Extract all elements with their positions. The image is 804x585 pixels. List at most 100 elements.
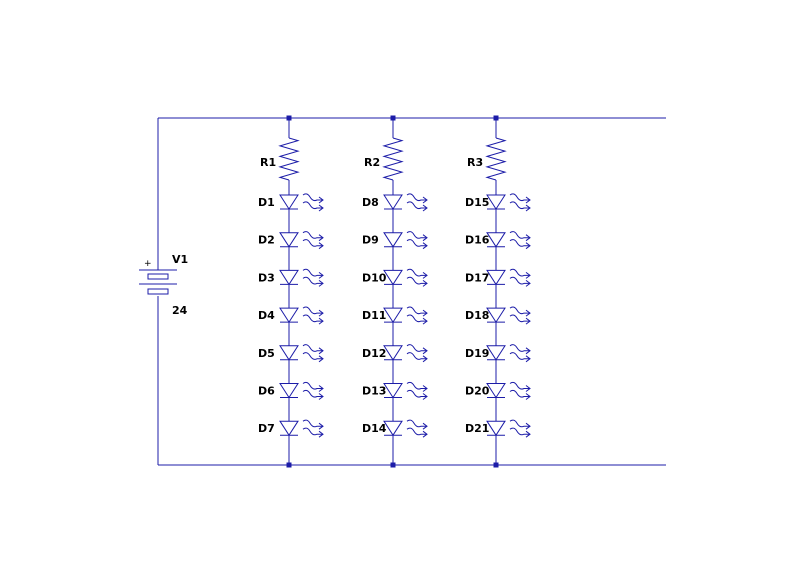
led-triangle — [279, 420, 299, 437]
resistor-zigzag — [278, 137, 300, 181]
led-label: D7 — [258, 422, 275, 435]
led-label: D8 — [362, 196, 379, 209]
led-triangle — [279, 307, 299, 324]
led-label: D16 — [465, 234, 490, 247]
light-arrowhead — [525, 347, 531, 355]
light-arrowhead — [318, 385, 324, 392]
led-triangle — [279, 383, 299, 399]
light-wave — [509, 419, 530, 428]
led-label: D11 — [362, 309, 386, 322]
led-label: D17 — [465, 271, 489, 284]
led-d6[interactable]: D6 — [258, 381, 324, 422]
light-wave — [509, 352, 530, 360]
led-d10[interactable]: D10 — [362, 268, 428, 309]
led-d9[interactable]: D9 — [362, 231, 428, 271]
led-triangle — [486, 383, 506, 399]
led-d3[interactable]: D3 — [258, 268, 324, 309]
light-arrowhead — [422, 347, 428, 355]
resistor-r2[interactable]: R2 — [364, 137, 404, 181]
light-emission-icon — [509, 419, 531, 438]
resistor-zigzag — [485, 137, 507, 181]
light-wave — [406, 239, 427, 247]
source-value-label: 24 — [172, 304, 188, 317]
led-triangle — [279, 269, 299, 286]
light-emission-icon — [509, 381, 531, 400]
led-d12[interactable]: D12 — [362, 344, 428, 384]
led-label: D3 — [258, 271, 275, 284]
light-arrowhead — [422, 385, 428, 392]
led-d5[interactable]: D5 — [258, 344, 324, 384]
led-d11[interactable]: D11 — [362, 306, 428, 346]
led-triangle — [383, 232, 403, 248]
led-triangle — [279, 345, 299, 361]
junction-node-bottom — [493, 462, 499, 468]
light-arrowhead — [318, 347, 324, 355]
light-emission-icon — [406, 231, 428, 250]
voltage-source-v1[interactable]: + V1 24 — [139, 118, 188, 465]
resistor-label: R1 — [260, 156, 276, 169]
light-wave — [302, 381, 323, 390]
led-label: D1 — [258, 196, 275, 209]
resistor-r3[interactable]: R3 — [467, 137, 507, 181]
led-triangle — [383, 345, 403, 361]
led-d13[interactable]: D13 — [362, 381, 428, 422]
light-wave — [302, 427, 323, 436]
led-d2[interactable]: D2 — [258, 231, 324, 271]
light-arrowhead — [525, 430, 531, 438]
led-d7[interactable]: D7 — [258, 419, 324, 465]
resistor-label: R3 — [467, 156, 483, 169]
led-d1[interactable]: D1 — [258, 193, 324, 233]
light-wave — [406, 268, 427, 277]
led-label: D2 — [258, 234, 275, 247]
junction-node-top — [390, 115, 396, 121]
light-arrowhead — [318, 317, 324, 325]
led-label: D15 — [465, 196, 489, 209]
led-d8[interactable]: D8 — [362, 193, 428, 233]
light-arrowhead — [318, 272, 324, 279]
led-triangle — [383, 420, 403, 437]
led-d18[interactable]: D18 — [465, 306, 531, 346]
light-wave — [406, 306, 427, 315]
led-label: D9 — [362, 234, 379, 247]
light-wave — [509, 381, 530, 390]
light-wave — [406, 193, 427, 202]
light-arrowhead — [422, 422, 428, 430]
light-wave — [509, 268, 530, 277]
light-wave — [406, 389, 427, 398]
light-arrowhead — [318, 393, 324, 400]
light-arrowhead — [525, 242, 531, 250]
light-wave — [302, 276, 323, 285]
light-emission-icon — [406, 268, 428, 287]
led-d21[interactable]: D21 — [465, 419, 531, 465]
led-d16[interactable]: D16 — [465, 231, 531, 271]
led-d15[interactable]: D15 — [465, 193, 531, 233]
light-arrowhead — [525, 385, 531, 392]
light-wave — [302, 231, 323, 239]
resistor-r1[interactable]: R1 — [260, 137, 300, 181]
light-emission-icon — [302, 419, 324, 438]
led-d17[interactable]: D17 — [465, 268, 531, 309]
led-d4[interactable]: D4 — [258, 306, 324, 346]
light-wave — [509, 276, 530, 285]
light-wave — [406, 314, 427, 323]
junction-node-top — [493, 115, 499, 121]
light-arrowhead — [318, 242, 324, 250]
led-d20[interactable]: D20 — [465, 381, 531, 422]
junction-node-top — [286, 115, 292, 121]
light-arrowhead — [422, 355, 428, 363]
led-triangle — [486, 307, 506, 324]
led-label: D21 — [465, 422, 489, 435]
light-arrowhead — [422, 204, 428, 212]
light-wave — [509, 193, 530, 202]
led-triangle — [383, 307, 403, 324]
light-emission-icon — [302, 268, 324, 287]
led-label: D18 — [465, 309, 489, 322]
led-d14[interactable]: D14 — [362, 419, 428, 465]
light-arrowhead — [525, 204, 531, 212]
led-d19[interactable]: D19 — [465, 344, 531, 384]
light-arrowhead — [422, 317, 428, 325]
light-arrowhead — [525, 355, 531, 363]
light-emission-icon — [302, 193, 324, 212]
light-wave — [406, 231, 427, 239]
